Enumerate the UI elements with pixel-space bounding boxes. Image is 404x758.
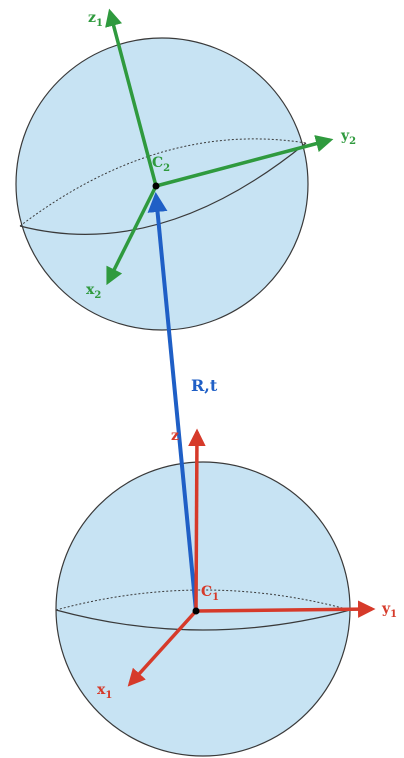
lower-center-label: C1 — [201, 584, 219, 603]
upper-y-axis — [155, 135, 334, 188]
lower-z-axis — [188, 428, 206, 612]
lower-z-label: z — [171, 428, 179, 444]
upper-center-point — [152, 182, 160, 190]
lower-frame-axes — [127, 428, 376, 687]
upper-center-label: C2 — [152, 155, 170, 174]
upper-z-label: z1 — [88, 10, 103, 29]
upper-frame-axes — [105, 8, 334, 286]
lower-equator-front — [55, 609, 351, 631]
transform-arrow — [147, 192, 198, 612]
transform-label: R,t — [191, 376, 218, 395]
lower-equator-back — [55, 589, 351, 611]
lower-y-label: y1 — [381, 601, 397, 620]
lower-center-point — [192, 607, 200, 615]
upper-equator-back — [19, 138, 307, 227]
upper-equator-front — [19, 142, 307, 235]
upper-x-label: x2 — [86, 282, 101, 301]
lower-x-label: x1 — [97, 682, 112, 701]
lower-x-axis — [127, 609, 198, 687]
upper-x-axis — [106, 185, 158, 286]
upper-y-label: y2 — [340, 128, 356, 147]
upper-z-axis — [105, 8, 158, 187]
lower-y-axis — [195, 600, 376, 618]
